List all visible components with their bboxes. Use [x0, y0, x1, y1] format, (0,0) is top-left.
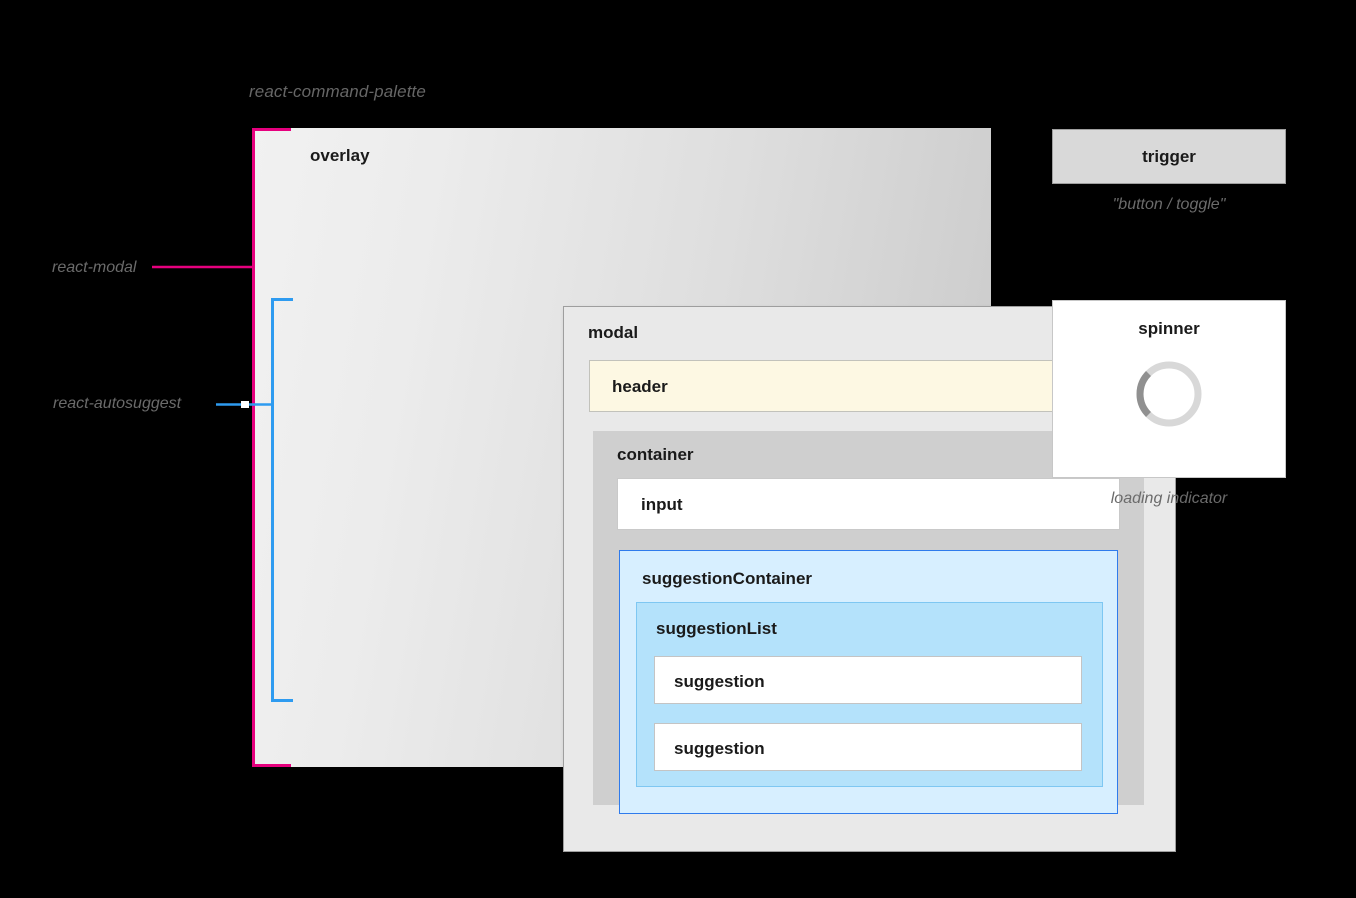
spinner-card: spinner [1052, 300, 1286, 478]
spinner-label: spinner [1138, 319, 1200, 338]
suggestion-container-label: suggestionContainer [642, 569, 813, 588]
overlay-box[interactable]: overlay modal header container input sug… [252, 128, 1176, 852]
trigger-caption: "button / toggle" [1112, 196, 1226, 213]
list-item[interactable]: suggestion [654, 723, 1082, 771]
list-item[interactable]: suggestion [654, 656, 1082, 704]
trigger-label: trigger [1142, 146, 1196, 166]
header-label: header [612, 377, 668, 396]
diagram-title: react-command-palette [249, 82, 426, 101]
modal-label: modal [588, 323, 639, 342]
suggestion-container-box: suggestionContainer suggestionList sugge… [619, 550, 1118, 814]
container-label: container [617, 445, 694, 464]
input-box[interactable]: input [617, 478, 1120, 530]
annotation-label-react-autosuggest: react-autosuggest [53, 395, 182, 412]
overlay-label: overlay [310, 146, 370, 165]
suggestion-item-label: suggestion [674, 672, 765, 691]
suggestion-list-box: suggestionList suggestion suggestion [636, 602, 1103, 787]
spinner-caption: loading indicator [1110, 490, 1228, 507]
trigger-button[interactable]: trigger [1052, 129, 1286, 184]
annotation-label-react-modal: react-modal [52, 259, 137, 276]
spinner-ring-icon [1133, 358, 1205, 430]
suggestion-item-label: suggestion [674, 739, 765, 758]
container-box: container input suggestionContainer sugg… [593, 431, 1144, 814]
input-label: input [641, 495, 683, 514]
suggestion-list-label: suggestionList [656, 619, 777, 638]
